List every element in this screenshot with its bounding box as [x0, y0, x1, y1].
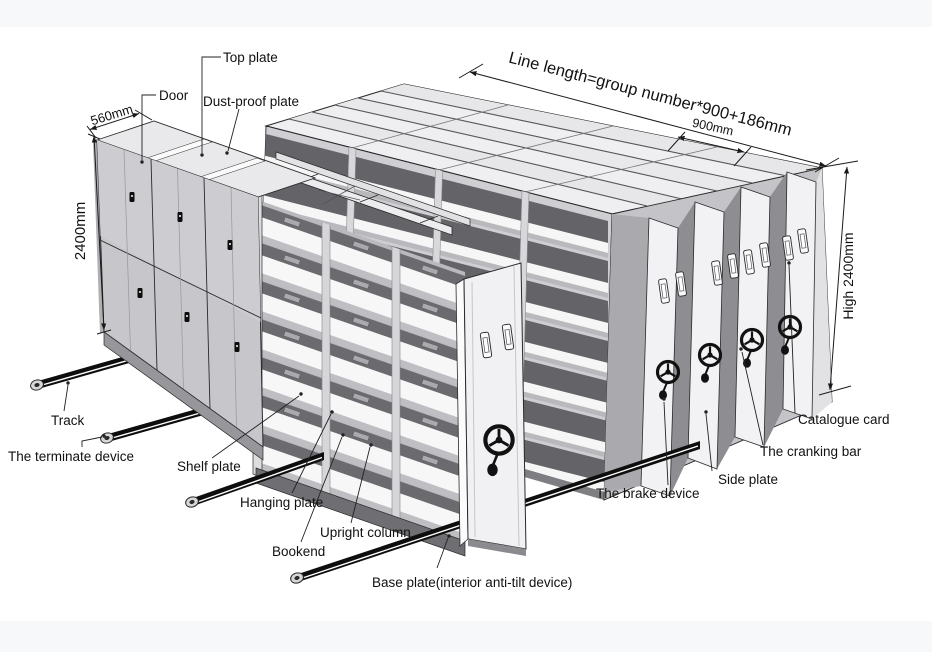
door-keyhole-icon [184, 312, 190, 322]
dimension-line-length [458, 63, 840, 173]
leader-side-plate [705, 413, 713, 472]
label-base-plate: Base plate(interior anti-tilt device) [372, 575, 572, 590]
cabinet-base [103, 331, 264, 461]
dim-text-2400-left: 2400mm [72, 202, 89, 260]
dimension-2400-left [87, 133, 112, 335]
upright-column-post [391, 244, 401, 522]
leader-hanging-plate [291, 413, 332, 494]
dim-text-560: 560mm [89, 101, 135, 128]
label-cranking-bar: The cranking bar [760, 444, 862, 459]
label-hanging-plate: Hanging plate [240, 495, 323, 510]
track-rail [183, 452, 324, 510]
door-keyhole-icon [129, 192, 135, 202]
door-keyhole-icon [137, 288, 143, 298]
label-track: Track [51, 413, 84, 428]
label-upright-column: Upright column [320, 525, 411, 540]
leader-terminate [81, 436, 103, 447]
label-door: Door [159, 88, 189, 103]
label-top-plate: Top plate [223, 50, 278, 65]
leader-upright-column [350, 446, 371, 524]
label-catalogue-card: Catalogue card [798, 412, 890, 427]
leader-top-plate [201, 56, 221, 153]
leader-cranking-bar [741, 351, 764, 446]
leader-track [63, 384, 69, 412]
leader-catalogue-card [788, 264, 796, 414]
label-terminate-device: The terminate device [8, 449, 134, 464]
dimension-900 [667, 131, 752, 167]
leader-lines [63, 56, 796, 569]
leader-base-plate [436, 537, 449, 569]
side-plate-4 [782, 171, 817, 420]
cabinet [93, 120, 317, 461]
end-panel [455, 262, 527, 556]
dim-text-high-2400: High 2400mm [840, 232, 856, 319]
door-keyhole-icon [234, 342, 240, 352]
leader-dust-proof [227, 108, 240, 152]
dimension-annotations [86, 63, 859, 396]
top-band [0, 0, 932, 27]
label-bookend: Bookend [272, 544, 325, 559]
center-rack [252, 151, 471, 557]
leader-door [141, 94, 156, 160]
side-plates [603, 167, 833, 501]
door-keyhole-icon [177, 212, 183, 222]
side-plate-1 [640, 217, 679, 497]
label-brake-device: The brake device [596, 486, 700, 501]
label-shelf-plate: Shelf plate [177, 459, 241, 474]
door-keyhole-icon [227, 240, 233, 250]
label-side-plate: Side plate [718, 472, 778, 487]
dimension-high-2400 [805, 160, 859, 396]
leader-shelf-plate [211, 395, 300, 459]
part-labels: Top plate Door Dust-proof plate Track Th… [8, 50, 890, 590]
bottom-band [0, 621, 932, 652]
leader-brake-device [663, 401, 669, 486]
label-dust-proof-plate: Dust-proof plate [203, 94, 299, 109]
side-plate-3 [734, 186, 771, 448]
leader-bookend [300, 436, 343, 543]
